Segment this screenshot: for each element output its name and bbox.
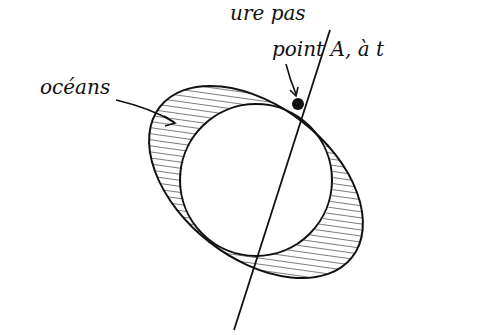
leader-arrow <box>116 100 174 122</box>
arrow-head <box>290 87 298 96</box>
axis-line <box>234 30 330 330</box>
earth-circle <box>180 104 332 256</box>
handwritten-label: point A, à t <box>272 38 384 60</box>
point-a-dot <box>292 98 304 110</box>
handwritten-label: océans <box>40 76 110 98</box>
arrow-head <box>164 116 175 126</box>
leader-arrow <box>286 64 296 94</box>
handwritten-label: ure pas <box>230 2 306 24</box>
ocean-bulge <box>113 47 399 317</box>
